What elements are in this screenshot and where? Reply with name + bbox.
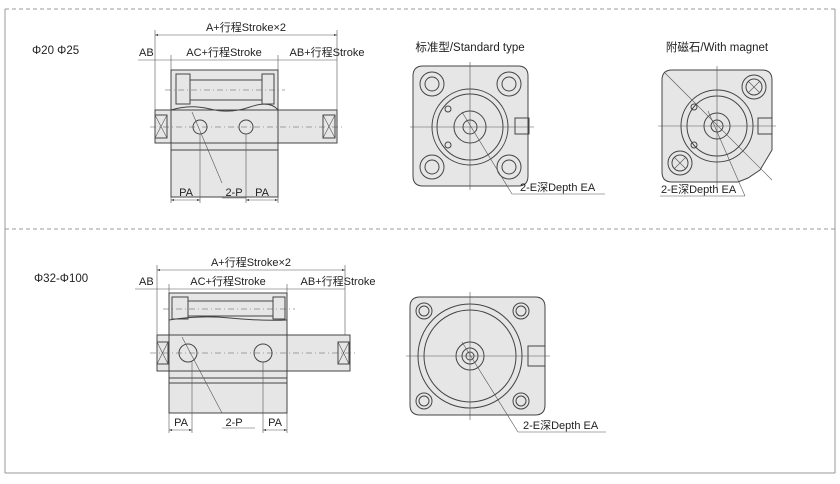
dim-ab: AB [139, 276, 154, 288]
dim-port: 2-P [225, 187, 242, 199]
bolt-hole [419, 154, 445, 180]
front-view-standard: 标准型/Standard type 2-E深Depth EA [410, 40, 605, 195]
view-title: 附磁石/With magnet [666, 40, 769, 54]
bolt-hole [512, 302, 530, 320]
wrench-flat-icon [154, 114, 168, 139]
bolt-hole [415, 392, 433, 410]
dim-total: A+行程Stroke×2 [211, 256, 291, 269]
side-view-small: A+行程Stroke×2 AB AC+行程Stroke AB+行程Stroke … [138, 21, 364, 203]
size-label: Φ20 Φ25 [32, 45, 79, 57]
sheet-frame [4, 8, 836, 474]
callout-depth: 2-E深Depth EA [520, 181, 596, 194]
front-view-magnet: 附磁石/With magnet 2-E深Depth EA [658, 40, 776, 197]
dim-port: 2-P [225, 417, 242, 429]
dim-pa-right: PA [268, 417, 283, 429]
view-title: 标准型/Standard type [415, 40, 524, 54]
dim-pa-right: PA [255, 187, 270, 199]
dim-ab: AB [139, 47, 154, 59]
bolt-hole [415, 302, 433, 320]
size-label: Φ32-Φ100 [34, 273, 88, 285]
bolt-hole [496, 154, 522, 180]
side-view-large: A+行程Stroke×2 AB AC+行程Stroke AB+行程Stroke … [135, 256, 375, 433]
bolt-hole [512, 392, 530, 410]
bolt-hole [741, 74, 767, 100]
dim-ac: AC+行程Stroke [186, 46, 262, 59]
dim-pa-left: PA [174, 417, 189, 429]
bolt-hole [667, 150, 693, 176]
dim-ac: AC+行程Stroke [190, 275, 266, 288]
wrench-flat-icon [322, 114, 336, 139]
bolt-hole [419, 71, 445, 97]
bolt-hole [496, 71, 522, 97]
callout-depth: 2-E深Depth EA [661, 183, 737, 196]
dim-ab-stroke: AB+行程Stroke [301, 275, 376, 288]
dim-pa-left: PA [179, 187, 194, 199]
callout-depth: 2-E深Depth EA [523, 419, 599, 432]
front-view-large: 2-E深Depth EA [406, 292, 606, 433]
dim-ab-stroke: AB+行程Stroke [290, 46, 365, 59]
dim-total: A+行程Stroke×2 [206, 21, 286, 34]
